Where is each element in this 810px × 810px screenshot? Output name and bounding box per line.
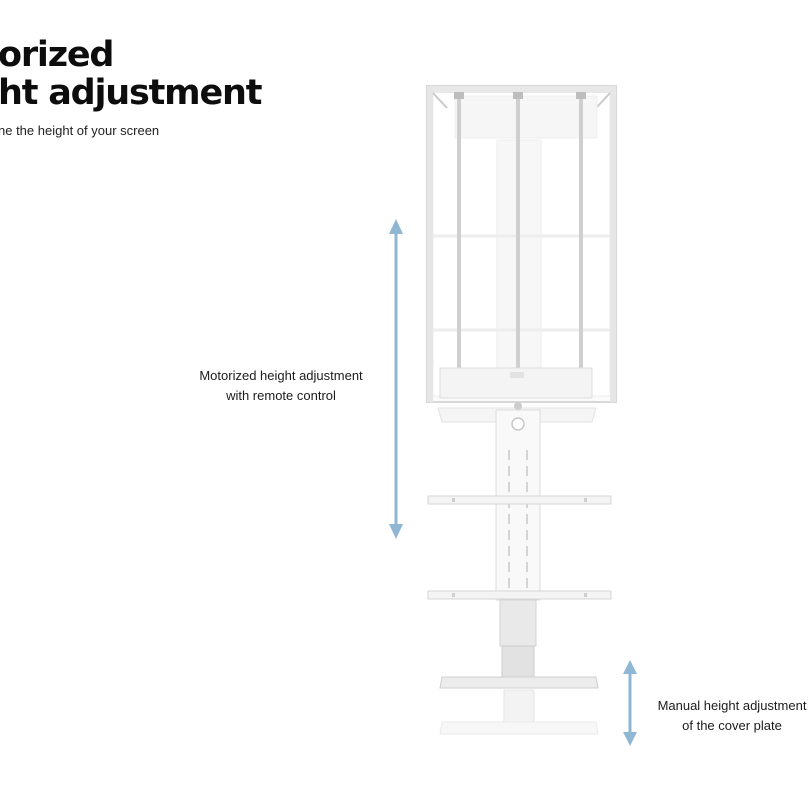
page-title-line-2: ht adjustment bbox=[0, 73, 262, 113]
manual-label-line-1: Manual height adjustment bbox=[657, 698, 807, 713]
screen-frame bbox=[426, 85, 617, 403]
motorized-range-arrow-icon bbox=[389, 219, 403, 539]
motorized-adjustment-label: Motorized height adjustment with remote … bbox=[186, 366, 376, 406]
manual-adjustment-label: Manual height adjustment of the cover pl… bbox=[646, 696, 810, 736]
page-title-line-1: orized bbox=[0, 35, 114, 75]
mounting-arm-upper bbox=[427, 495, 612, 505]
cover-plate-ghost bbox=[439, 721, 599, 735]
stand-base-column bbox=[499, 599, 537, 723]
motorized-label-line-2: with remote control bbox=[226, 388, 336, 403]
page-title: orized ht adjustment bbox=[0, 35, 262, 113]
stand-column bbox=[437, 402, 597, 601]
page-subtitle: ne the height of your screen bbox=[0, 123, 160, 138]
manual-range-arrow-icon bbox=[623, 660, 637, 746]
motorized-label-line-1: Motorized height adjustment bbox=[199, 368, 363, 383]
manual-label-line-2: of the cover plate bbox=[682, 718, 782, 733]
cover-plate bbox=[439, 676, 599, 689]
mounting-arm-lower bbox=[427, 590, 612, 600]
